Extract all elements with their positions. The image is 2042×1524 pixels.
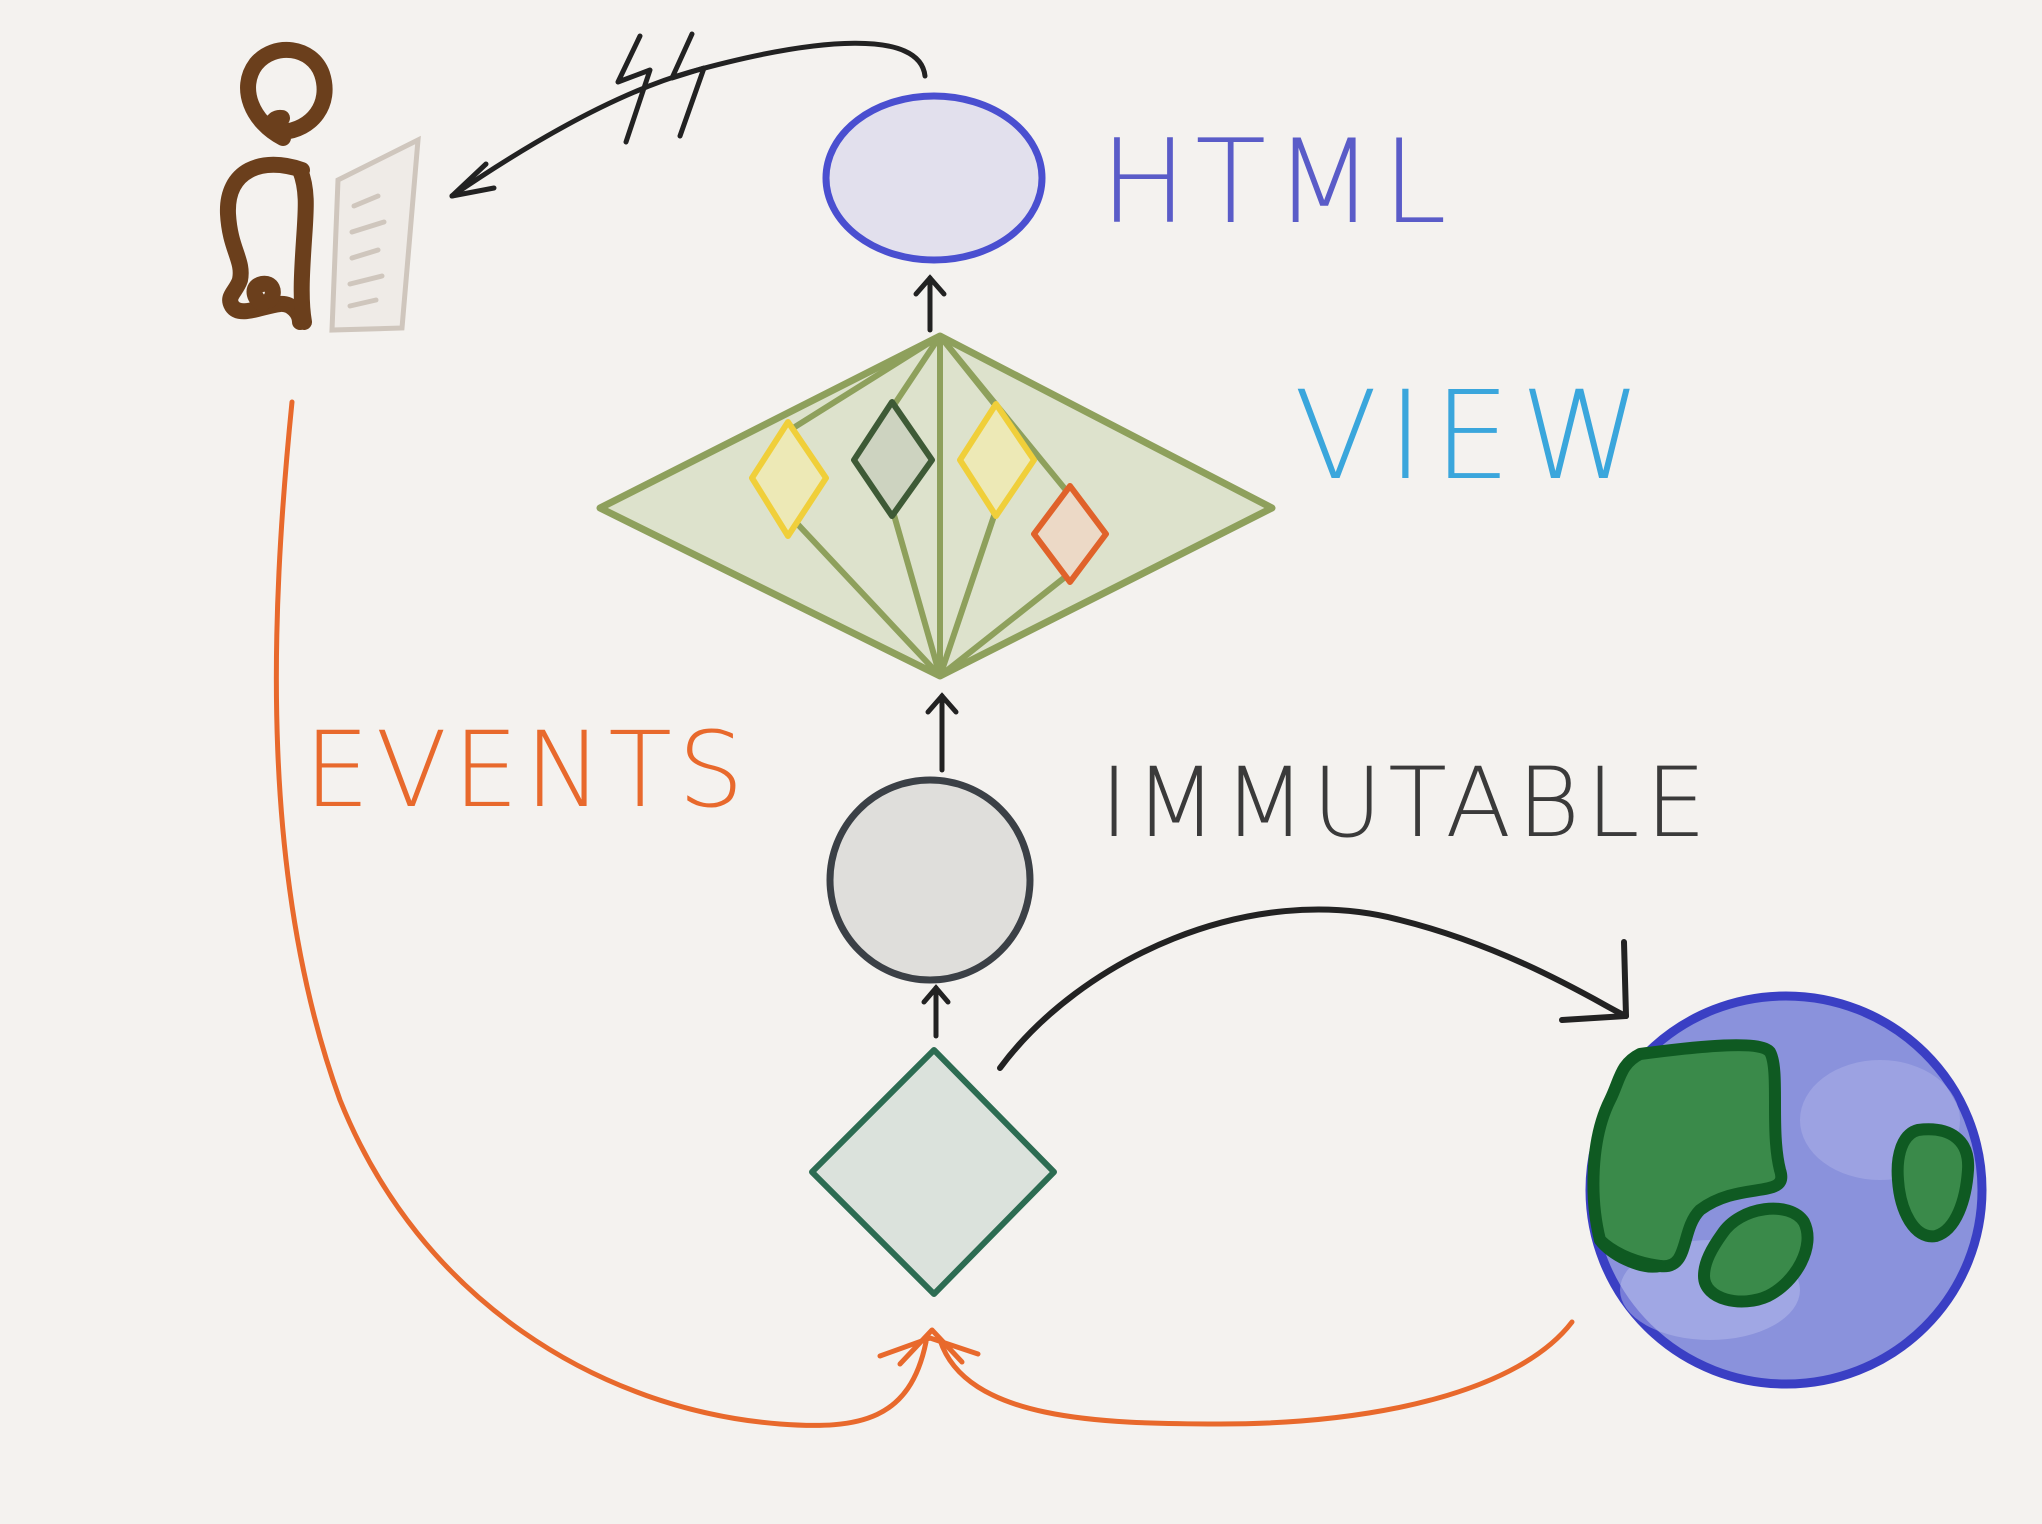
- html-node: [822, 92, 1046, 264]
- globe-icon: [1585, 991, 1987, 1389]
- immutable-label: IMMUTABLE: [1100, 747, 1712, 859]
- html-label: HTML: [1100, 115, 1455, 250]
- immutable-node: [826, 776, 1034, 984]
- state-to-immutable-arrow: [921, 984, 951, 1039]
- document-icon: [329, 135, 421, 333]
- component-diamond-orange: [1031, 483, 1109, 585]
- events-label: EVENTS: [304, 709, 750, 831]
- view-to-html-arrow: [913, 274, 947, 333]
- view-component-tree: [596, 332, 1276, 680]
- state-to-world-arrow: [997, 906, 1629, 1071]
- state-node: [809, 1047, 1057, 1297]
- component-diamond-yellow-2: [957, 401, 1037, 519]
- component-diamond-dark: [851, 399, 935, 519]
- person-icon: [219, 41, 333, 330]
- immutable-to-view-arrow: [925, 692, 959, 773]
- events-loop: [273, 399, 1575, 1428]
- render-to-user-arrow: [449, 31, 928, 199]
- component-diamond-yellow-1: [749, 419, 829, 539]
- view-label: VIEW: [1294, 365, 1651, 507]
